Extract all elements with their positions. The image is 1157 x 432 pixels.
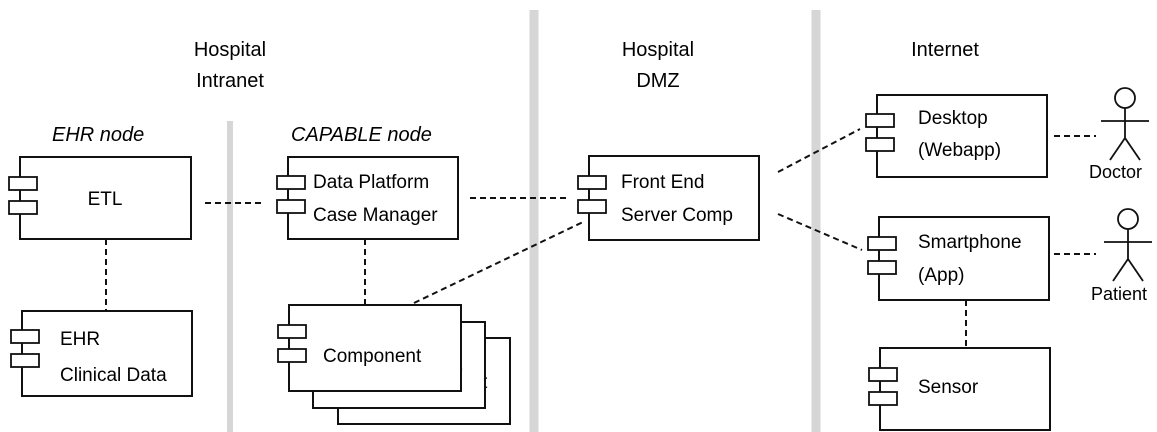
- component-icon: [10, 329, 40, 368]
- etl-component: ETL: [8, 156, 192, 240]
- component-icon: [865, 113, 895, 152]
- component-front: [288, 304, 462, 392]
- ehr-data-label-line1: EHR: [60, 329, 100, 350]
- component-icon: [276, 175, 306, 214]
- front-end-component: Front End Server Comp: [577, 155, 760, 241]
- component-icon: [8, 176, 38, 215]
- data-platform-component: Data Platform Case Manager: [276, 156, 459, 240]
- smartphone-label-line1: Smartphone: [918, 232, 1022, 253]
- patient-label: Patient: [1091, 284, 1147, 304]
- doctor-actor: Doctor: [1089, 87, 1149, 182]
- connector-frontend-desktop: [777, 128, 861, 173]
- component-icon: [868, 367, 898, 406]
- zone-title-dmz-line1: Hospital: [622, 39, 694, 61]
- connector-frontend-smartphone: [777, 213, 863, 251]
- front-end-label-line1: Front End: [621, 172, 704, 193]
- ehr-data-label-line2: Clinical Data: [60, 365, 167, 386]
- data-platform-label-line1: Data Platform: [313, 172, 429, 193]
- node-title-ehr: EHR node: [52, 124, 144, 146]
- data-platform-label-line2: Case Manager: [313, 205, 438, 226]
- patient-actor: Patient: [1091, 208, 1152, 304]
- front-end-label-line2: Server Comp: [621, 205, 733, 226]
- doctor-label: Doctor: [1089, 162, 1142, 182]
- node-title-capable: CAPABLE node: [291, 124, 432, 146]
- desktop-component: Desktop (Webapp): [865, 94, 1048, 178]
- smartphone-component: Smartphone (App): [867, 216, 1050, 301]
- component-icon: [577, 175, 607, 214]
- etl-label: ETL: [88, 189, 123, 210]
- zone-title-internet: Internet: [911, 39, 979, 61]
- zone-title-intranet-line2: Intranet: [196, 70, 264, 92]
- component-icon: [867, 236, 897, 275]
- component-icon: [277, 324, 307, 363]
- zone-title-dmz-line2: DMZ: [636, 70, 679, 92]
- ehr-clinical-data-component: EHR Clinical Data: [10, 310, 193, 397]
- sensor-label: Sensor: [918, 377, 979, 398]
- desktop-label-line2: (Webapp): [918, 140, 1001, 161]
- component-stack: t t Component: [277, 304, 511, 425]
- sensor-component: Sensor: [868, 347, 1051, 431]
- desktop-label-line1: Desktop: [918, 108, 988, 129]
- zone-title-intranet-line1: Hospital: [194, 39, 266, 61]
- smartphone-label-line2: (App): [918, 265, 964, 286]
- doctor-stick-figure-icon: [1101, 87, 1149, 161]
- component-label: Component: [323, 346, 422, 367]
- patient-stick-figure-icon: [1104, 208, 1152, 282]
- connector-component-frontend: [413, 221, 584, 304]
